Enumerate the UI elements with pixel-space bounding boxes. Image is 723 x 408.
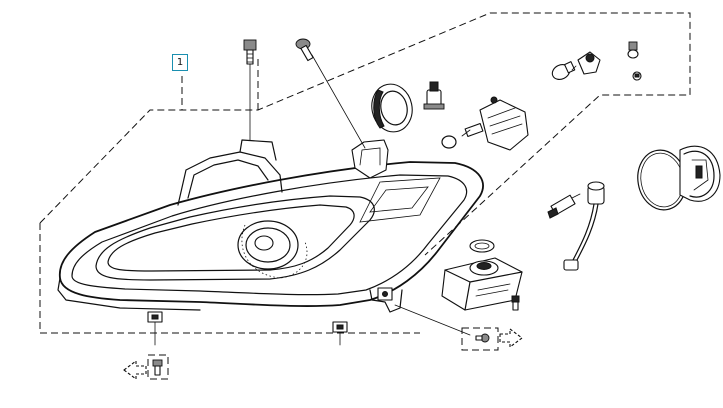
part-callout-1: 1 — [172, 54, 188, 71]
hid-bulb — [547, 193, 581, 219]
rear-cover-cap — [679, 145, 721, 202]
headlight-housing — [57, 139, 484, 313]
clip-nut-left — [147, 311, 163, 323]
ballast-gasket — [469, 239, 495, 253]
snap-ring — [441, 135, 457, 149]
bulb-socket — [571, 51, 601, 75]
ballast-screw — [511, 295, 520, 311]
mounting-screw-top — [295, 38, 314, 62]
part-number-label: 1 — [176, 57, 184, 68]
wedge-bulb — [551, 61, 576, 80]
fastener-box-left — [147, 354, 169, 380]
dust-cover-ring — [371, 83, 413, 133]
mounting-bolt-top — [243, 39, 257, 65]
bulb-high-beam — [423, 81, 445, 110]
arrow-left-icon — [123, 360, 147, 380]
clip-nut-right — [332, 321, 348, 333]
small-clip — [632, 71, 642, 81]
side-marker-bulb — [627, 41, 639, 59]
ballast-unit — [441, 257, 523, 311]
assembly-boundary — [39, 12, 691, 334]
hid-ignitor — [461, 96, 529, 151]
socket-wire-harness — [563, 181, 605, 271]
arrow-right-icon — [499, 328, 523, 348]
fastener-box-right — [461, 327, 499, 351]
